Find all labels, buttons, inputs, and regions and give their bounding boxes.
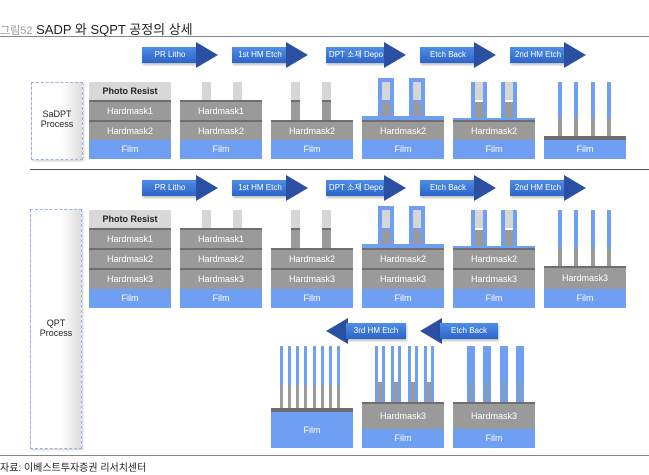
section-divider bbox=[30, 169, 649, 170]
qpt-stack-pr-litho: Hardmask1 Hardmask2 Hardmask3 Film bbox=[180, 210, 262, 308]
figure-title-text: SADP 와 SQPT 공정의 상세 bbox=[36, 22, 193, 37]
sadpt-stack-1st-hm-etch: Hardmask2 Film bbox=[271, 82, 353, 159]
sadpt-stack-initial: Photo Resist Hardmask1 Hardmask2 Film bbox=[89, 82, 171, 159]
sadpt-stack-etch-back: Hardmask2 Film bbox=[453, 82, 535, 159]
top-rule bbox=[0, 36, 649, 37]
qpt-step-arrow-etch-back: Etch Back bbox=[420, 175, 496, 201]
step-arrow-1st-hm-etch: 1st HM Etch bbox=[232, 42, 308, 68]
sadpt-stack-pr-litho: Hardmask1 Hardmask2 Film bbox=[180, 82, 262, 159]
step-arrow-dpt-depo: DPT 소재 Depo bbox=[326, 42, 406, 68]
qpt-stack-2nd-hm-etch: Hardmask3 Film bbox=[544, 210, 626, 308]
qpt-step-arrow-pr-litho: PR Litho bbox=[142, 175, 218, 201]
bottom-rule bbox=[0, 455, 649, 456]
figure-number: 그림52 bbox=[0, 25, 33, 37]
source-note: 자료: 이베스트투자증권 리서치센터 bbox=[0, 463, 147, 474]
qpt-step-arrow-2nd-hm-etch: 2nd HM Etch bbox=[510, 175, 586, 201]
step-arrow-2nd-hm-etch: 2nd HM Etch bbox=[510, 42, 586, 68]
qpt-stack-initial: Photo Resist Hardmask1 Hardmask2 Hardmas… bbox=[89, 210, 171, 308]
figure-title: 그림52 SADP 와 SQPT 공정의 상세 bbox=[0, 19, 193, 38]
step-arrow-etch-back: Etch Back bbox=[420, 42, 496, 68]
qpt-stack-etch-back: Hardmask2 Hardmask3 Film bbox=[453, 210, 535, 308]
qpt-stack-dpt-depo: Hardmask2 Hardmask3 Film bbox=[362, 206, 444, 308]
sadpt-stack-dpt-depo: Hardmask2 Film bbox=[362, 78, 444, 159]
qpt-stack-3rd-hm-etch: Film bbox=[271, 346, 353, 448]
qpt-stack-3rd-spacer: Hardmask3 Film bbox=[362, 346, 444, 448]
qpt-step-arrow-dpt-depo: DPT 소재 Depo bbox=[326, 175, 406, 201]
qpt-stack-etch-back-2: Hardmask3 Film bbox=[453, 346, 535, 448]
step-arrow-3rd-hm-etch: 3rd HM Etch bbox=[326, 318, 406, 344]
step-arrow-etch-back-2: Etch Back bbox=[420, 318, 498, 344]
step-arrow-pr-litho: PR Litho bbox=[142, 42, 218, 68]
qpt-stack-1st-hm-etch: Hardmask2 Hardmask3 Film bbox=[271, 210, 353, 308]
qpt-step-arrow-1st-hm-etch: 1st HM Etch bbox=[232, 175, 308, 201]
sadpt-stack-2nd-hm-etch: Film bbox=[544, 82, 626, 159]
